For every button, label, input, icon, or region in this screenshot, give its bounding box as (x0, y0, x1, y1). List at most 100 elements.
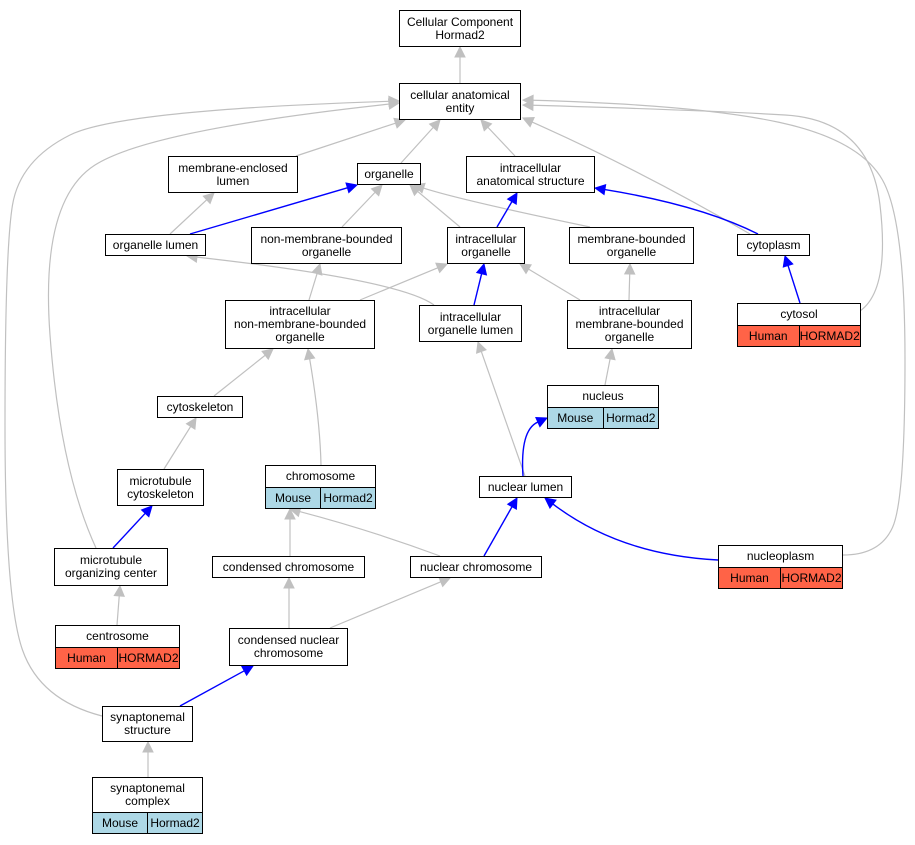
node-organelle: organelle (357, 163, 421, 185)
gene-cell: Hormad2 (602, 408, 658, 428)
edge-inmbo-to-io (359, 267, 438, 301)
node-label: membrane-bounded organelle (577, 231, 686, 259)
gene-cell: HORMAD2 (780, 568, 842, 588)
edge-chromosome-to-inmbo (309, 358, 322, 466)
arrowhead-organelle-to-cae (428, 119, 441, 132)
node-mtoc: microtubule organizing center (54, 548, 168, 586)
node-nlumen: nuclear lumen (479, 476, 572, 498)
arrowhead-inmbo-to-io (435, 262, 449, 274)
edge-nucleoplasm-to-nlumen (552, 503, 719, 561)
node-label: intracellular organelle lumen (427, 309, 514, 337)
node-label: synaptonemal structure (110, 710, 185, 737)
arrowhead-synstruct-to-cnchrom (241, 665, 254, 677)
arrowhead-imbo-to-mbo (623, 262, 636, 275)
node-label: intracellular organelle (455, 231, 517, 259)
gene-cell: HORMAD2 (798, 326, 860, 346)
edge-inmbo-to-nmbo (308, 273, 318, 301)
node-label: intracellular membrane-bounded organelle (575, 304, 684, 344)
node-root: Cellular Component Hormad2 (399, 10, 521, 47)
species-cell: Mouse (548, 408, 603, 428)
edge-mtoc-to-mtcs (112, 512, 146, 549)
edge-mel-to-cae (295, 122, 396, 157)
arrowhead-io-to-ias (506, 192, 518, 205)
edge-io-to-ias (496, 201, 513, 228)
edge-synstruct-to-cnchrom (179, 670, 245, 707)
edge-cnchrom-to-nchrom (329, 581, 441, 629)
edge-cytoplasm-to-ias (604, 188, 759, 235)
arrowhead-mtoc-to-mtcs (140, 505, 153, 518)
node-label: Cellular Component Hormad2 (406, 14, 514, 42)
node-label: nucleus (582, 389, 624, 403)
species-cell: Human (719, 568, 780, 588)
node-cnchrom: condensed nuclear chromosome (229, 628, 348, 666)
node-cchrom: condensed chromosome (212, 556, 365, 578)
node-label: synaptonemal complex (110, 781, 185, 808)
node-mtcs: microtubule cytoskeleton (117, 469, 204, 506)
species-cell: Mouse (93, 813, 147, 833)
edge-mtcs-to-cytoskeleton (163, 426, 192, 470)
edge-nmbo-to-organelle (341, 191, 376, 228)
node-label: condensed nuclear chromosome (237, 633, 340, 660)
arrowhead-cae-to-root (454, 45, 466, 58)
node-label: nuclear chromosome (419, 559, 533, 574)
node-label: intracellular non-membrane-bounded organ… (233, 304, 367, 344)
node-nmbo: non-membrane-bounded organelle (251, 227, 402, 264)
arrowhead-cchrom-to-chromosome (284, 507, 296, 520)
edge-cytoskeleton-to-inmbo (213, 354, 266, 397)
node-label: microtubule cytoskeleton (127, 473, 194, 501)
edge-imbo-to-mbo (628, 273, 631, 301)
edge-nchrom-to-chromosome (299, 510, 441, 557)
edge-io-to-organelle (417, 190, 461, 228)
species-cell: Human (56, 648, 117, 668)
species-cell: Human (738, 326, 799, 346)
node-imbo: intracellular membrane-bounded organelle (567, 300, 692, 349)
node-label: organelle lumen (112, 237, 199, 252)
edge-imbo-to-io (528, 268, 581, 301)
node-nchrom: nuclear chromosome (410, 556, 542, 578)
edge-organelle-to-cae (400, 127, 434, 164)
node-mel: membrane-enclosed lumen (168, 156, 298, 193)
arrowhead-cytoskeleton-to-inmbo (261, 348, 274, 361)
edge-nchrom-to-nlumen (483, 506, 513, 557)
node-olumen: organelle lumen (105, 234, 206, 256)
node-label: centrosome (86, 629, 149, 643)
edge-mbo-to-organelle (423, 187, 591, 228)
edge-nucleus-to-imbo (604, 358, 611, 386)
arrowhead-cytoplasm-to-ias (593, 183, 607, 196)
node-label: non-membrane-bounded organelle (260, 231, 393, 259)
arrowhead-cnchrom-to-nchrom (438, 576, 452, 588)
edge-olumen-to-organelle (189, 187, 348, 235)
node-ias: intracellular anatomical structure (466, 156, 595, 193)
edge-iol-to-io (473, 273, 483, 306)
node-inmbo: intracellular non-membrane-bounded organ… (225, 300, 375, 349)
node-label: condensed chromosome (222, 559, 355, 574)
node-label: microtubule organizing center (64, 553, 158, 580)
node-synstruct: synaptonemal structure (102, 706, 193, 742)
node-io: intracellular organelle (447, 227, 525, 264)
arrowhead-synstruct-to-cae (388, 95, 401, 108)
arrowhead-mtcs-to-cytoskeleton (185, 417, 197, 430)
node-cae: cellular anatomical entity (399, 83, 521, 120)
arrowhead-nlumen-to-nucleus (535, 416, 549, 428)
arrowhead-iol-to-io (475, 262, 488, 276)
edge-ias-to-cae (487, 126, 516, 157)
arrowhead-nchrom-to-nlumen (506, 497, 518, 510)
arrowhead-cnchrom-to-cchrom (283, 576, 295, 589)
edge-cytosol-to-cae (532, 104, 884, 312)
arrowhead-cytoplasm-to-cae (521, 116, 535, 128)
edge-iol-to-olumen (196, 256, 435, 306)
edge-nlumen-to-iol (480, 351, 526, 477)
node-label: membrane-enclosed lumen (178, 160, 288, 188)
gene-cell: Hormad2 (147, 813, 202, 833)
